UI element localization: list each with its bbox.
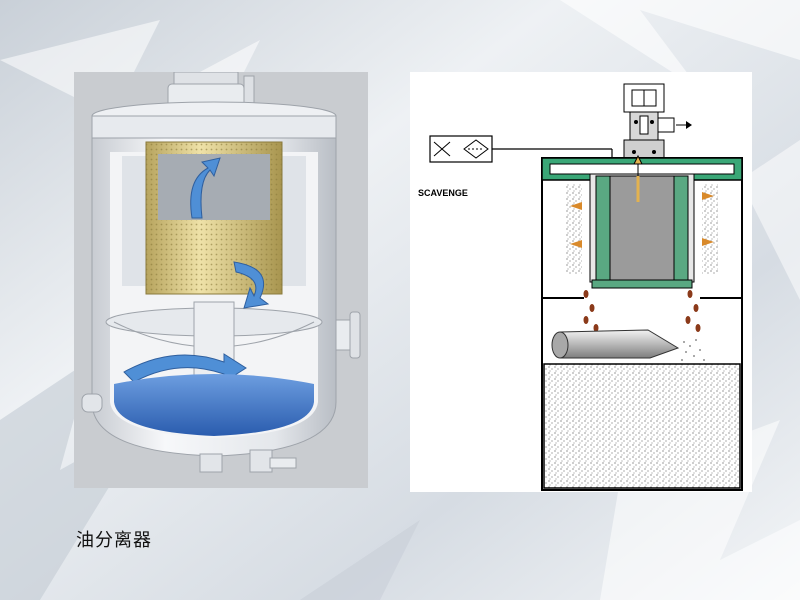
scavenge-label: SCAVENGE	[418, 188, 468, 198]
oil-reservoir	[543, 363, 741, 489]
inlet-pipe	[551, 329, 705, 361]
separator-schematic-diagram: SCAVENGE	[410, 72, 752, 492]
flow-arrows	[570, 192, 714, 248]
separator-cutaway-illustration	[74, 72, 368, 488]
filter-element	[589, 154, 695, 289]
valve-assembly	[623, 83, 692, 163]
oil-drops	[583, 290, 701, 332]
slide-caption: 油分离器	[76, 530, 152, 551]
